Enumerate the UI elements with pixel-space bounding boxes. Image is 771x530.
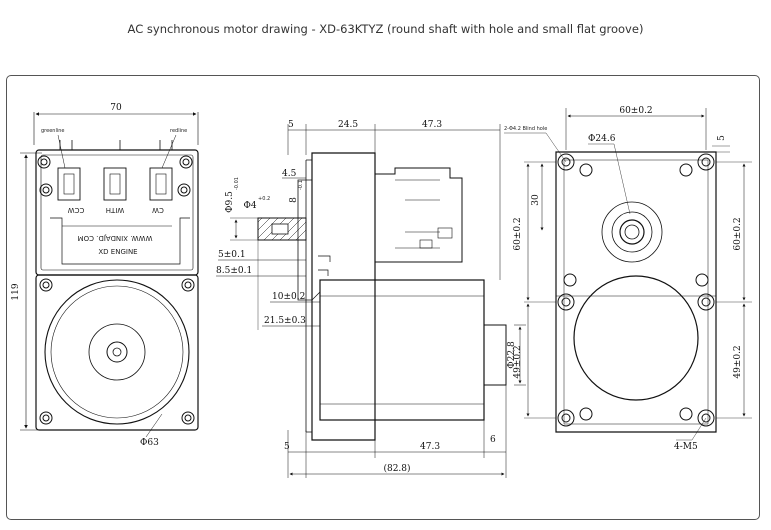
dim-width-70: 70 [110,103,122,113]
dim-side-8: 8 [289,197,299,203]
dim-side-21-5: 21.5±0.3 [264,316,306,326]
label-blind-hole: 2-Φ4.2 Blind hole [504,126,547,132]
dim-side-phi4: Φ4 [243,201,256,211]
dim-height-119: 119 [11,283,21,300]
dim-side-47-3-bot: 47.3 [420,442,440,452]
label-ccw: CCW [68,206,85,214]
dim-side-82-8: (82.8) [383,463,410,474]
label-4-m5: 4-M5 [674,442,698,452]
dim-side-phi9-5: Φ9.5 [225,191,235,213]
label-with: WITH [106,206,125,214]
dim-side-5-01: 5±0.1 [218,250,246,260]
dim-back-phi24-6: Φ24.6 [588,134,616,144]
label-website: WWW. XINDAJD. COM [78,234,153,242]
dim-side-10: 10±0.2 [272,292,305,302]
dim-side-8-5: 8.5±0.1 [216,266,252,276]
dim-back-49-left: 49±0.2 [513,345,523,378]
back-view: 60±0.2 5 2-Φ4.2 Blind hole Φ24.6 [504,106,752,452]
dim-back-60-top: 60±0.2 [619,106,652,116]
dim-back-5: 5 [717,135,727,141]
dim-side-6: 6 [490,435,496,445]
side-view: 5 24.5 47.3 Φ22.8 4.5 [216,120,526,478]
front-view: 70 119 greenline redline CCW WITH CW WWW [11,103,199,448]
dim-side-phi4-tol: +0.2 [258,196,270,202]
dim-side-47-3-top: 47.3 [422,120,442,130]
page-caption: AC synchronous motor drawing - XD-63KTYZ… [127,22,644,36]
dim-side-phi22-8: Φ22.8 [507,341,517,369]
dim-back-60-right: 60±0.2 [733,217,743,250]
dim-side-4-5: 4.5 [282,169,297,179]
dim-back-60-left: 60±0.2 [513,217,523,250]
dim-back-49-right: 49±0.2 [733,345,743,378]
wire-left-label: greenline [41,128,64,134]
dim-side-phi9-5-tol: -0.01 [234,177,240,190]
label-cw: CW [152,206,164,214]
dim-dia-63: Φ63 [140,438,159,448]
dim-back-30: 30 [531,194,541,206]
label-brand: XD ENGINE [98,248,137,256]
dim-side-5-bot: 5 [284,442,290,452]
dim-side-8-tol: -0.1 [298,180,304,190]
wire-right-label: redline [170,128,187,134]
dim-side-5-top: 5 [288,120,294,130]
dim-side-24-5: 24.5 [338,120,358,130]
drawing-frame [6,75,760,520]
shaft-section [257,217,307,241]
